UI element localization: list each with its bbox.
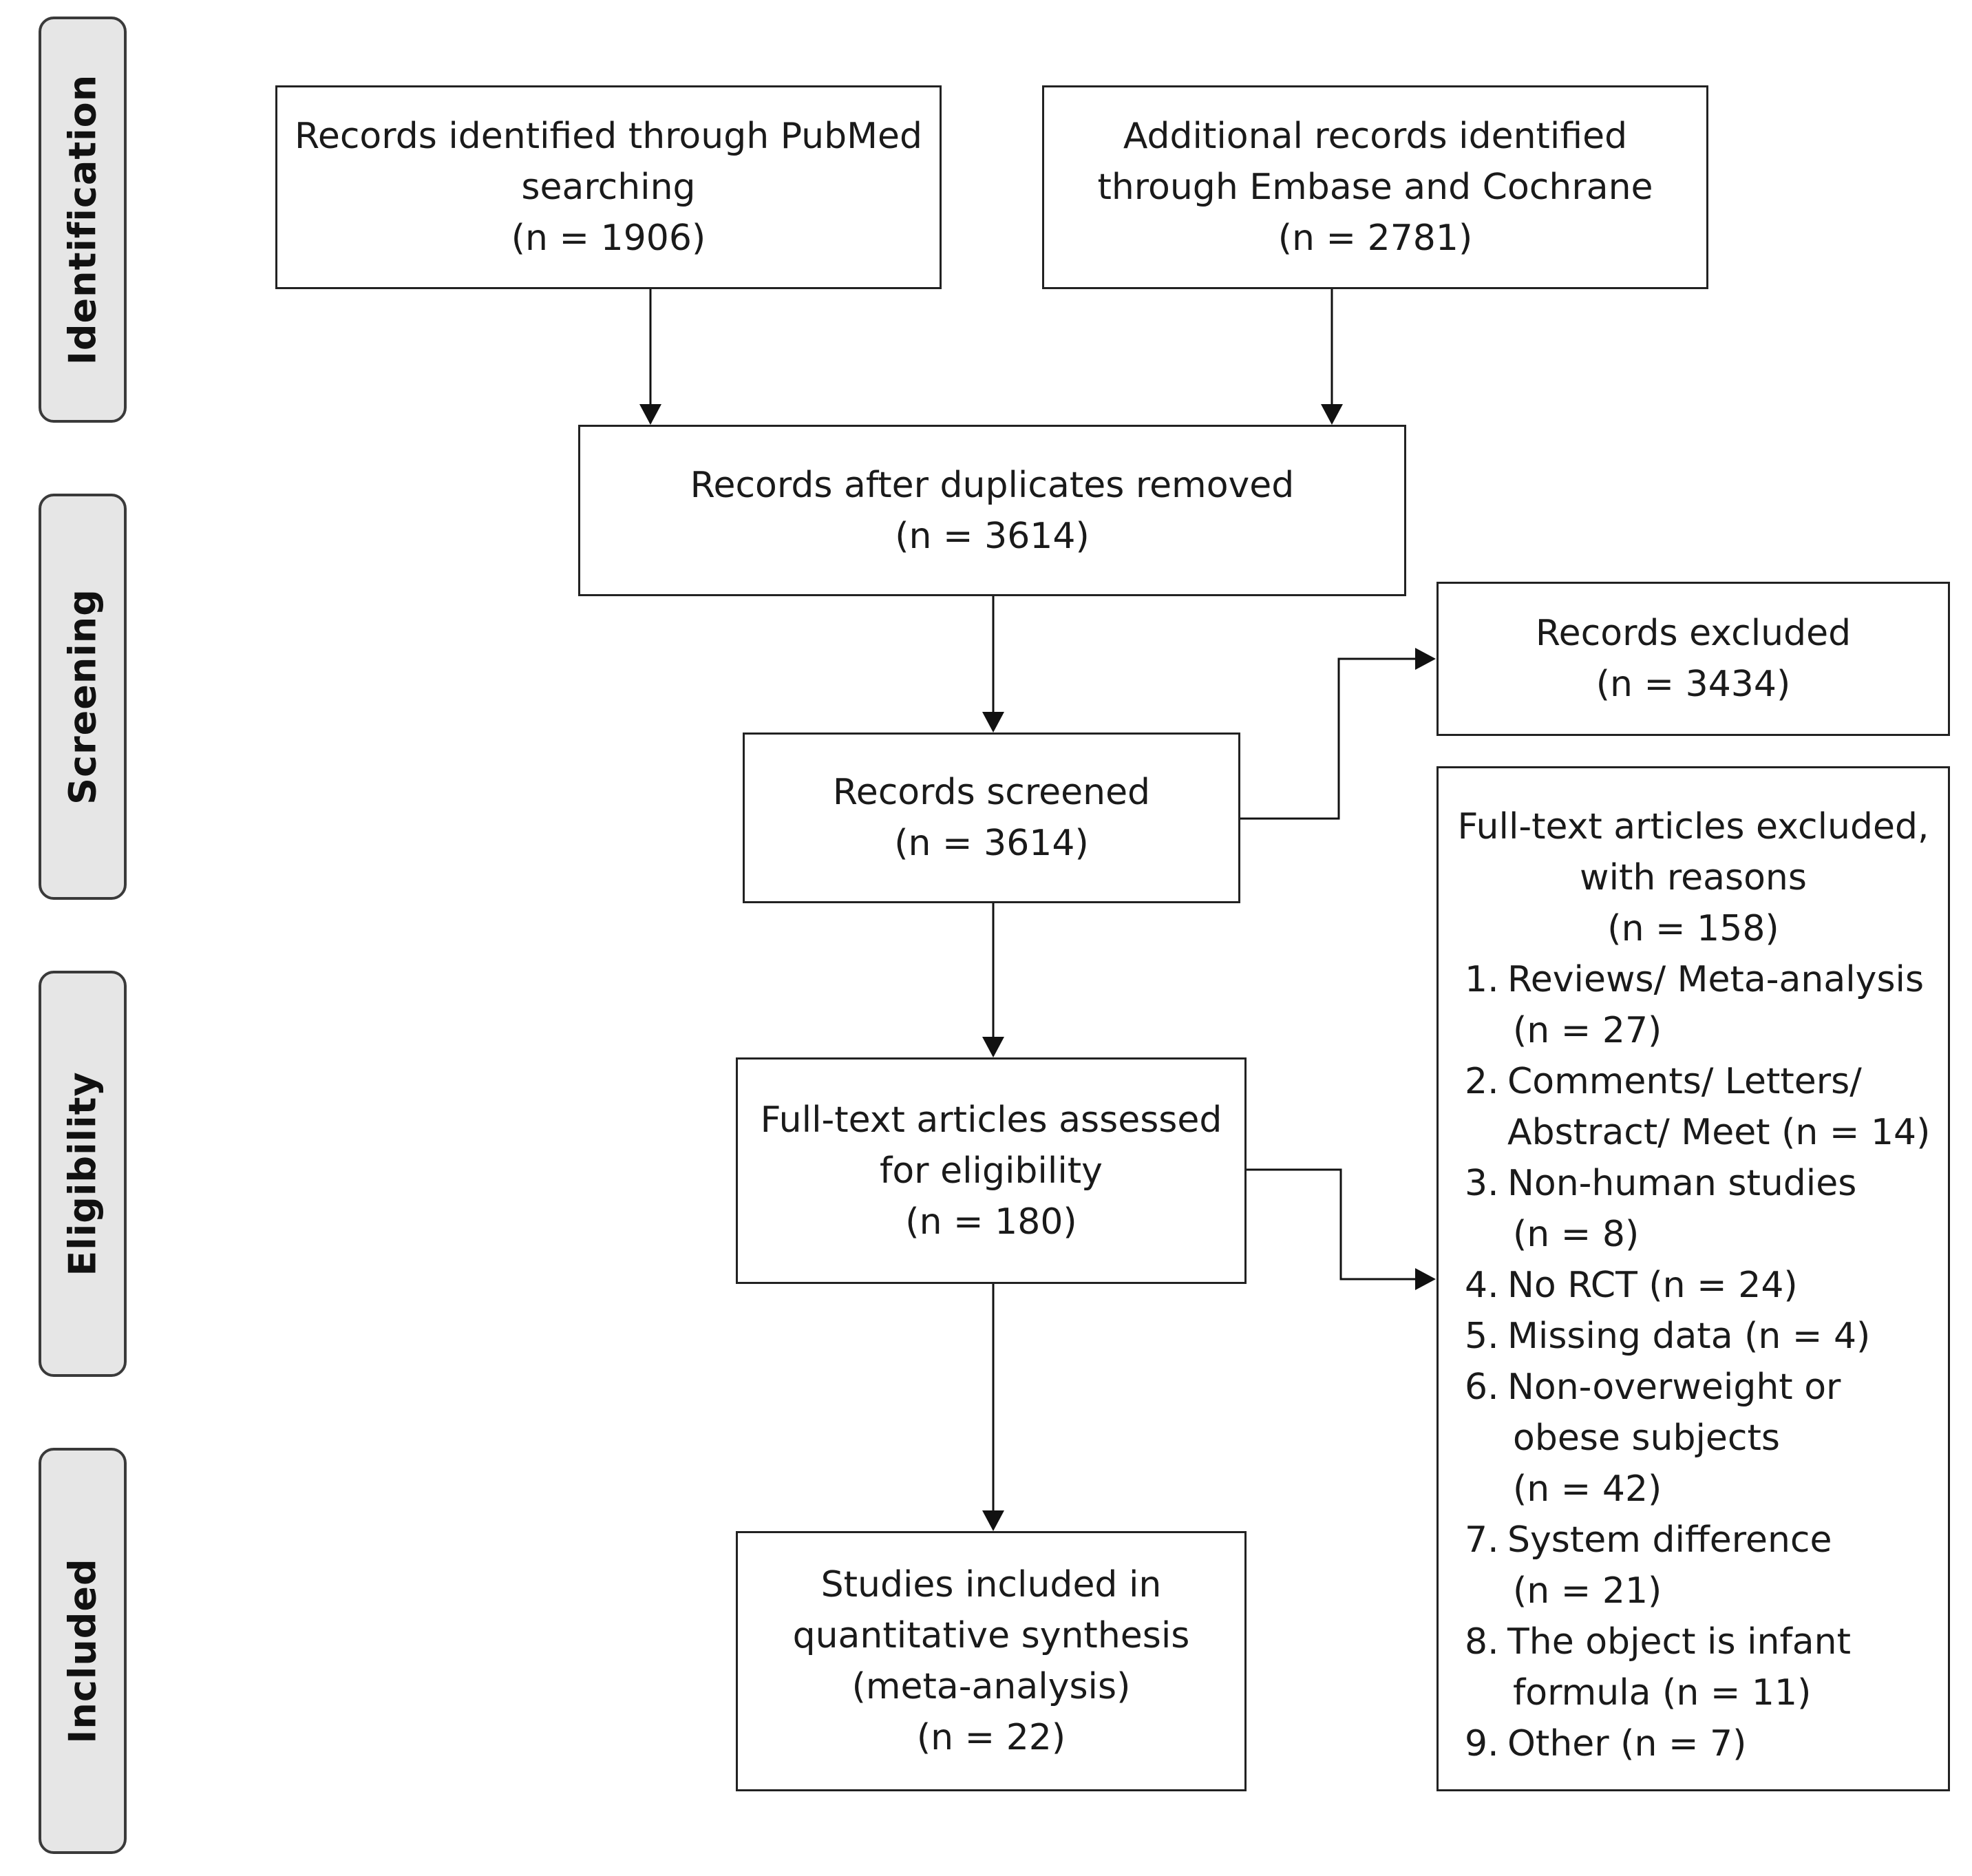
reason-number: 1.: [1465, 959, 1499, 1000]
reason-line: Reviews/ Meta-analysis: [1507, 959, 1925, 1000]
arrowhead-excluded: [1415, 648, 1436, 670]
reason-item: 1. Reviews/ Meta-analysis (n = 27): [1465, 954, 1948, 1056]
reason-line: obese subjects: [1513, 1417, 1780, 1459]
box-line: Studies included in: [820, 1564, 1162, 1605]
arrowhead-fulltext: [982, 1037, 1004, 1057]
box-line: (n = 22): [916, 1717, 1066, 1758]
box-line: (meta-analysis): [851, 1666, 1131, 1707]
box-line: for eligibility: [880, 1150, 1103, 1192]
reason-item: 3. Non-human studies (n = 8): [1465, 1158, 1948, 1260]
box-line: quantitative synthesis: [792, 1615, 1190, 1656]
reason-text: No RCT (n = 24): [1507, 1260, 1798, 1311]
reason-line: formula (n = 11): [1513, 1672, 1812, 1714]
box-line: Records excluded: [1535, 613, 1852, 654]
reason-line: (n = 27): [1513, 1010, 1662, 1051]
box-line: Additional records identified: [1123, 116, 1628, 157]
reason-line: The object is infant: [1507, 1621, 1852, 1663]
heading-line: with reasons: [1580, 857, 1807, 898]
arrowhead-included: [982, 1510, 1004, 1531]
reason-line: No RCT (n = 24): [1507, 1265, 1798, 1306]
reason-line: Non-human studies: [1507, 1163, 1857, 1204]
box-line: (n = 1906): [511, 218, 706, 259]
box-line: searching: [521, 167, 696, 208]
stage-tab-eligibility: Eligibility: [39, 971, 127, 1377]
box-duplicates-removed: Records after duplicates removed (n = 36…: [578, 425, 1406, 596]
arrowhead-pubmed: [639, 404, 661, 425]
reason-line: Abstract/ Meet (n = 14): [1507, 1112, 1931, 1153]
reason-line: (n = 8): [1513, 1214, 1640, 1255]
stage-tab-screening: Screening: [39, 494, 127, 900]
box-records-excluded: Records excluded (n = 3434): [1436, 582, 1950, 736]
reason-number: 3.: [1465, 1163, 1499, 1204]
box-line: Records identified through PubMed: [295, 116, 922, 157]
reason-line: Missing data (n = 4): [1507, 1316, 1871, 1357]
box-line: Records after duplicates removed: [690, 464, 1295, 506]
arrowhead-reasons: [1415, 1268, 1436, 1290]
box-line: Full-text articles assessed: [760, 1099, 1222, 1141]
reason-item: 9. Other (n = 7): [1465, 1718, 1948, 1769]
box-line: Records screened: [832, 772, 1151, 813]
box-studies-included: Studies included in quantitative synthes…: [736, 1531, 1247, 1791]
box-records-screened: Records screened (n = 3614): [743, 733, 1240, 903]
reason-text: Non-overweight or obese subjects (n = 42…: [1507, 1362, 1841, 1515]
reason-item: 6. Non-overweight or obese subjects (n =…: [1465, 1362, 1948, 1515]
arrow-fulltext-to-reasons: [1247, 1168, 1417, 1280]
reason-item: 5. Missing data (n = 4): [1465, 1311, 1948, 1362]
box-line: (n = 3614): [894, 823, 1089, 864]
heading-line: (n = 158): [1607, 908, 1779, 949]
reason-number: 6.: [1465, 1367, 1499, 1408]
stage-tab-included: Included: [39, 1448, 127, 1854]
box-line: through Embase and Cochrane: [1097, 167, 1653, 208]
arrowhead-screened: [982, 712, 1004, 733]
reason-item: 7. System difference (n = 21): [1465, 1515, 1948, 1616]
reason-number: 4.: [1465, 1265, 1499, 1306]
reason-text: Comments/ Letters/ Abstract/ Meet (n = 1…: [1507, 1056, 1930, 1158]
reason-item: 4. No RCT (n = 24): [1465, 1260, 1948, 1311]
reason-number: 9.: [1465, 1723, 1499, 1764]
reason-item: 2. Comments/ Letters/ Abstract/ Meet (n …: [1465, 1056, 1948, 1158]
reason-line: (n = 21): [1513, 1570, 1662, 1612]
reason-number: 8.: [1465, 1621, 1499, 1663]
box-line: (n = 2781): [1277, 218, 1473, 259]
reason-line: (n = 42): [1513, 1468, 1662, 1510]
reason-line: Other (n = 7): [1507, 1723, 1747, 1764]
reason-text: Missing data (n = 4): [1507, 1311, 1870, 1362]
box-fulltext-excluded: Full-text articles excluded, with reason…: [1436, 766, 1950, 1791]
box-line: (n = 3614): [895, 515, 1090, 557]
reason-item: 8. The object is infant formula (n = 11): [1465, 1616, 1948, 1718]
reason-line: System difference: [1507, 1519, 1832, 1561]
reason-line: Non-overweight or: [1507, 1367, 1841, 1408]
reason-text: Reviews/ Meta-analysis (n = 27): [1507, 954, 1924, 1056]
box-line: (n = 180): [905, 1201, 1077, 1243]
reason-number: 7.: [1465, 1519, 1499, 1561]
reasons-heading: Full-text articles excluded, with reason…: [1439, 801, 1948, 954]
arrow-screened-to-excluded: [1240, 657, 1417, 820]
stage-tab-identification: Identification: [39, 17, 127, 423]
reason-text: Other (n = 7): [1507, 1718, 1746, 1769]
reason-text: Non-human studies (n = 8): [1507, 1158, 1856, 1260]
heading-line: Full-text articles excluded,: [1457, 806, 1929, 847]
box-line: (n = 3434): [1595, 664, 1791, 705]
reason-text: The object is infant formula (n = 11): [1507, 1616, 1851, 1718]
reason-line: Comments/ Letters/: [1507, 1061, 1862, 1102]
reason-text: System difference (n = 21): [1507, 1515, 1832, 1616]
reason-number: 5.: [1465, 1316, 1499, 1357]
arrowhead-additional: [1321, 404, 1343, 425]
box-additional-records: Additional records identified through Em…: [1042, 85, 1708, 289]
box-pubmed-records: Records identified through PubMed search…: [275, 85, 942, 289]
box-fulltext-assessed: Full-text articles assessed for eligibil…: [736, 1057, 1247, 1284]
reason-number: 2.: [1465, 1061, 1499, 1102]
